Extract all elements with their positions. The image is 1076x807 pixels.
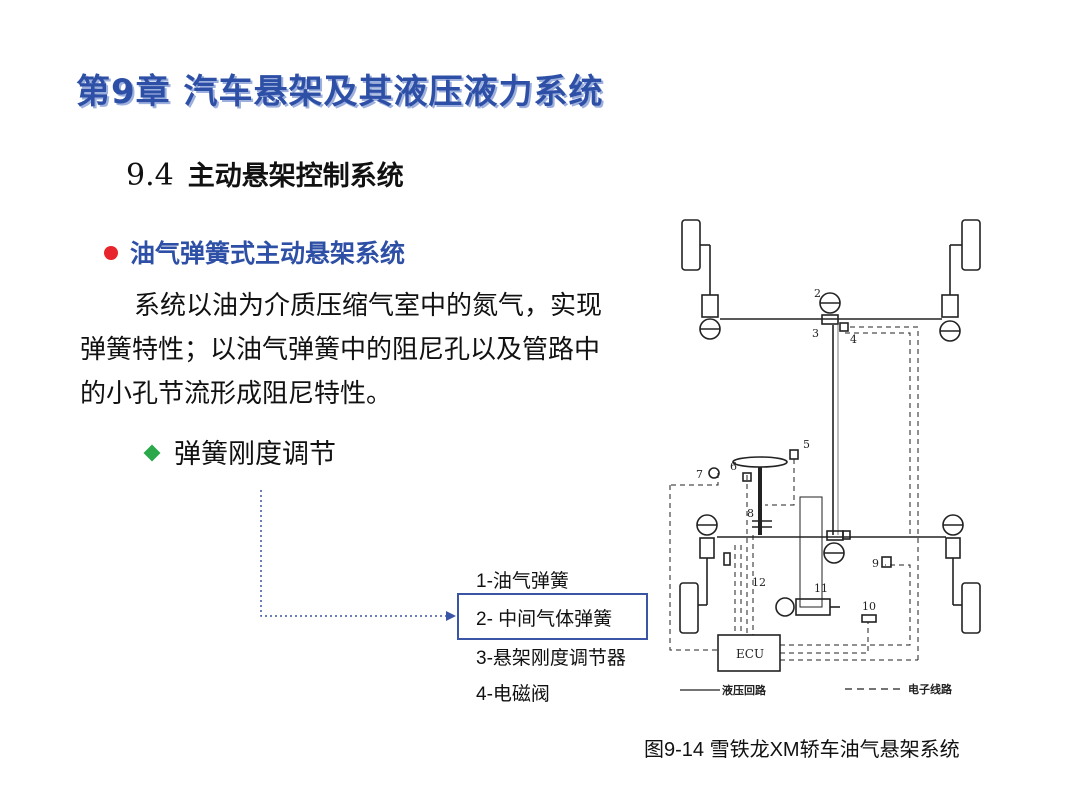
diamond-bullet-icon	[143, 444, 161, 461]
connector-arrow	[260, 490, 456, 621]
sub-bullet-text: 弹簧刚度调节	[174, 439, 336, 470]
part-label-4: 4	[850, 333, 857, 346]
steering-wheel	[732, 456, 788, 468]
rear-right-wheel	[961, 582, 981, 634]
hydraulic-line-label: 液压回路	[722, 683, 767, 697]
rear-right-strut	[945, 537, 961, 559]
legend-item-4: 4-电磁阀	[476, 684, 550, 705]
part-10	[861, 614, 877, 623]
figure-caption: 图9-14 雪铁龙XM轿车油气悬架系统	[644, 739, 960, 761]
section-number: 9.4	[126, 158, 174, 193]
bullet-dot-icon	[104, 246, 118, 260]
section-title: 主动悬架控制系统	[187, 161, 404, 192]
bullet-heading: 油气弹簧式主动悬架系统	[104, 234, 405, 270]
part-label-5: 5	[803, 438, 810, 451]
body-line-3: 的小孔节流形成阻尼特性。	[80, 379, 393, 409]
front-left-strut	[701, 294, 719, 318]
body-line-2: 弹簧特性；以油气弹簧中的阻尼孔以及管路中	[80, 335, 601, 365]
rear-left-strut	[699, 537, 715, 559]
legend-item-3: 3-悬架刚度调节器	[476, 648, 626, 669]
part-label-8: 8	[747, 507, 754, 520]
ecu-label: ECU	[736, 647, 764, 661]
steering-sensor	[742, 472, 752, 482]
front-right-strut	[941, 294, 959, 318]
body-line-1: 系统以油为介质压缩气室中的氮气，实现	[134, 291, 603, 321]
front-left-wheel	[681, 219, 701, 271]
part-label-12: 12	[752, 576, 766, 589]
sensor-5	[789, 449, 799, 460]
part-label-9: 9	[872, 557, 879, 570]
section-heading: 9.4 主动悬架控制系统	[126, 154, 404, 193]
part-label-11: 11	[814, 582, 828, 595]
legend-item-1: 1-油气弹簧	[476, 571, 569, 592]
sensor-7	[708, 467, 720, 479]
bullet-heading-text: 油气弹簧式主动悬架系统	[130, 239, 406, 268]
pump-11	[775, 597, 795, 617]
sub-bullet: 弹簧刚度调节	[143, 432, 336, 471]
part-label-2: 2	[814, 287, 821, 300]
part-label-3: 3	[812, 327, 819, 340]
part-12	[723, 552, 731, 566]
part-label-7: 7	[696, 468, 703, 481]
reservoir	[799, 496, 823, 608]
body-text: 系统以油为介质压缩气室中的氮气，实现 弹簧特性；以油气弹簧中的阻尼孔以及管路中 …	[80, 284, 690, 416]
part-label-6: 6	[730, 460, 737, 473]
sensor-9	[881, 556, 892, 568]
front-regulator	[821, 314, 839, 325]
front-right-wheel	[961, 219, 981, 271]
page-title: 第9章 汽车悬架及其液压液力系统	[76, 72, 604, 112]
electric-line-label: 电子线路	[908, 682, 953, 696]
legend-highlight-box	[457, 593, 648, 640]
suspension-schematic: 2 3 4 1 5 6 7 8 9 10 11 12 ECU 液压回路 电子线路	[669, 219, 981, 697]
arrowhead-icon	[446, 611, 456, 621]
legend-item-2: 2- 中间气体弹簧	[476, 609, 613, 630]
front-valve	[839, 322, 849, 332]
rear-regulator	[826, 530, 844, 541]
rear-left-wheel	[679, 582, 699, 634]
part-label-10: 10	[862, 600, 876, 613]
rear-valve	[842, 530, 851, 540]
